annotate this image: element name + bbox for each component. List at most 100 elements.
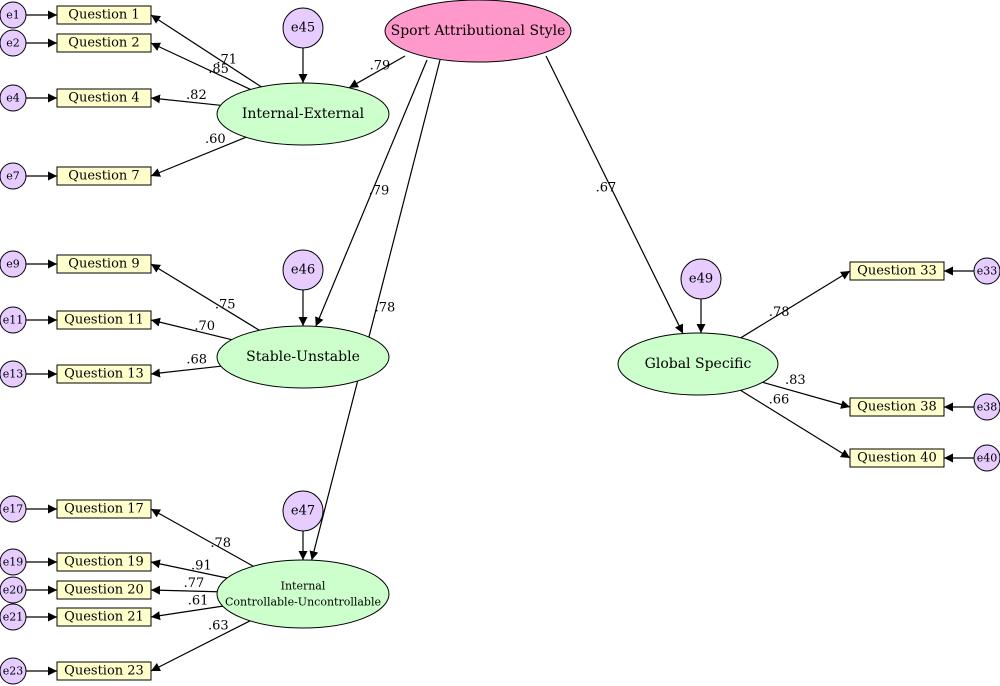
indicator-label-question-9: Question 9 [68,257,139,272]
indicator-box-question-19 [56,552,152,572]
disturbance-label-e47: e47 [291,504,315,519]
indicator-box-question-38 [849,397,945,417]
indicator-label-question-21: Question 21 [64,610,144,625]
error-label-e7: e7 [6,170,20,183]
second-order-factor-ellipse [384,0,572,63]
loading-value-question-38: .83 [785,373,806,388]
loading-path-question-7 [150,136,247,177]
indicator-box-question-11 [56,310,152,330]
second-order-loading-su: .79 [369,184,390,199]
loading-value-question-13: .68 [186,353,207,368]
indicator-label-question-33: Question 33 [857,264,937,279]
loading-path-question-23 [150,620,251,672]
disturbance-circle-e49 [680,258,722,300]
indicator-box-question-17 [56,499,152,519]
factor-ellipse-ic [216,559,390,629]
loading-value-question-20: .77 [184,576,205,591]
loading-path-question-38 [762,381,851,409]
error-circle-e1 [0,1,27,29]
disturbance-circle-e46 [282,249,324,291]
loading-value-question-19: .91 [191,558,212,573]
indicator-box-question-7 [56,166,152,186]
error-circle-e13 [0,360,27,388]
error-circle-e20 [0,576,27,604]
error-label-e9: e9 [6,258,20,271]
loading-path-question-11 [150,317,232,341]
loading-value-question-4: .82 [186,88,207,103]
indicator-label-question-13: Question 13 [64,367,144,382]
indicator-label-question-11: Question 11 [64,313,144,328]
indicator-box-question-1 [56,5,152,25]
indicator-box-question-9 [56,254,152,274]
factor-ellipse-ie [216,82,390,146]
disturbance-label-e46: e46 [291,263,315,278]
error-label-e33: e33 [977,265,998,278]
error-label-e23: e23 [3,665,24,678]
indicator-box-question-4 [56,88,152,108]
paths-layer [26,10,974,676]
loading-value-question-23: .63 [208,618,229,633]
second-order-path-gs [545,55,684,334]
indicator-label-question-1: Question 1 [68,8,139,23]
error-circle-e21 [0,603,27,631]
error-circle-e38 [973,393,1000,421]
indicator-label-question-19: Question 19 [64,555,144,570]
indicator-box-question-23 [56,661,152,681]
disturbance-circle-e45 [282,7,324,49]
error-circle-e11 [0,306,27,334]
second-order-loading-gs: .67 [596,181,617,196]
factor-label-line2-ic: Controllable-Uncontrollable [225,596,381,609]
coefficient-labels-layer: .79.79.78.67.71.85.82.60.75.70.68.78.91.… [184,53,806,634]
factor-label-line1-ic: Internal [281,580,326,593]
indicator-box-question-13 [56,364,152,384]
error-label-e2: e2 [6,37,20,50]
disturbance-label-e45: e45 [291,21,315,36]
error-label-e20: e20 [3,584,24,597]
loading-value-question-7: .60 [205,132,226,147]
second-order-path-ie [348,55,406,89]
factor-ellipse-su [216,325,390,389]
error-circle-e9 [0,250,27,278]
indicator-box-question-21 [56,607,152,627]
error-label-e11: e11 [3,314,24,327]
error-circle-e19 [0,548,27,576]
loading-path-question-21 [150,605,223,621]
indicator-label-question-20: Question 20 [64,583,144,598]
second-order-factor-label: Sport Attributional Style [391,23,566,39]
error-label-e1: e1 [6,9,20,22]
error-label-e19: e19 [3,556,24,569]
error-circle-e2 [0,29,27,57]
loading-path-question-17 [150,508,254,567]
factor-label-su: Stable-Unstable [246,349,360,365]
loading-value-question-17: .78 [210,536,231,551]
error-label-e4: e4 [6,92,20,105]
error-label-e38: e38 [977,401,998,414]
disturbance-circle-e47 [282,490,324,532]
indicator-label-question-38: Question 38 [857,400,937,415]
indicator-label-question-4: Question 4 [68,91,139,106]
loading-path-question-19 [150,559,228,579]
second-order-path-ic [309,59,441,561]
loading-value-question-2: .85 [208,62,229,77]
factor-label-ie: Internal-External [242,106,365,122]
factor-ellipse-gs [617,332,779,396]
second-order-loading-ic: .78 [375,301,396,316]
error-circle-e33 [973,257,1000,285]
factor-label-gs: Global Specific [645,356,752,372]
indicator-label-question-2: Question 2 [68,36,139,51]
error-circle-e17 [0,495,27,523]
error-circle-e23 [0,657,27,685]
loading-value-question-9: .75 [215,298,236,313]
error-circle-e40 [973,444,1000,472]
loading-path-question-13 [150,365,221,378]
indicator-label-question-23: Question 23 [64,664,144,679]
error-label-e21: e21 [3,611,24,624]
indicator-box-question-20 [56,580,152,600]
loading-path-question-33 [740,270,851,339]
indicator-box-question-2 [56,33,152,53]
indicator-label-question-17: Question 17 [64,502,144,517]
loading-value-question-33: .78 [769,305,790,320]
loading-path-question-4 [150,94,221,106]
